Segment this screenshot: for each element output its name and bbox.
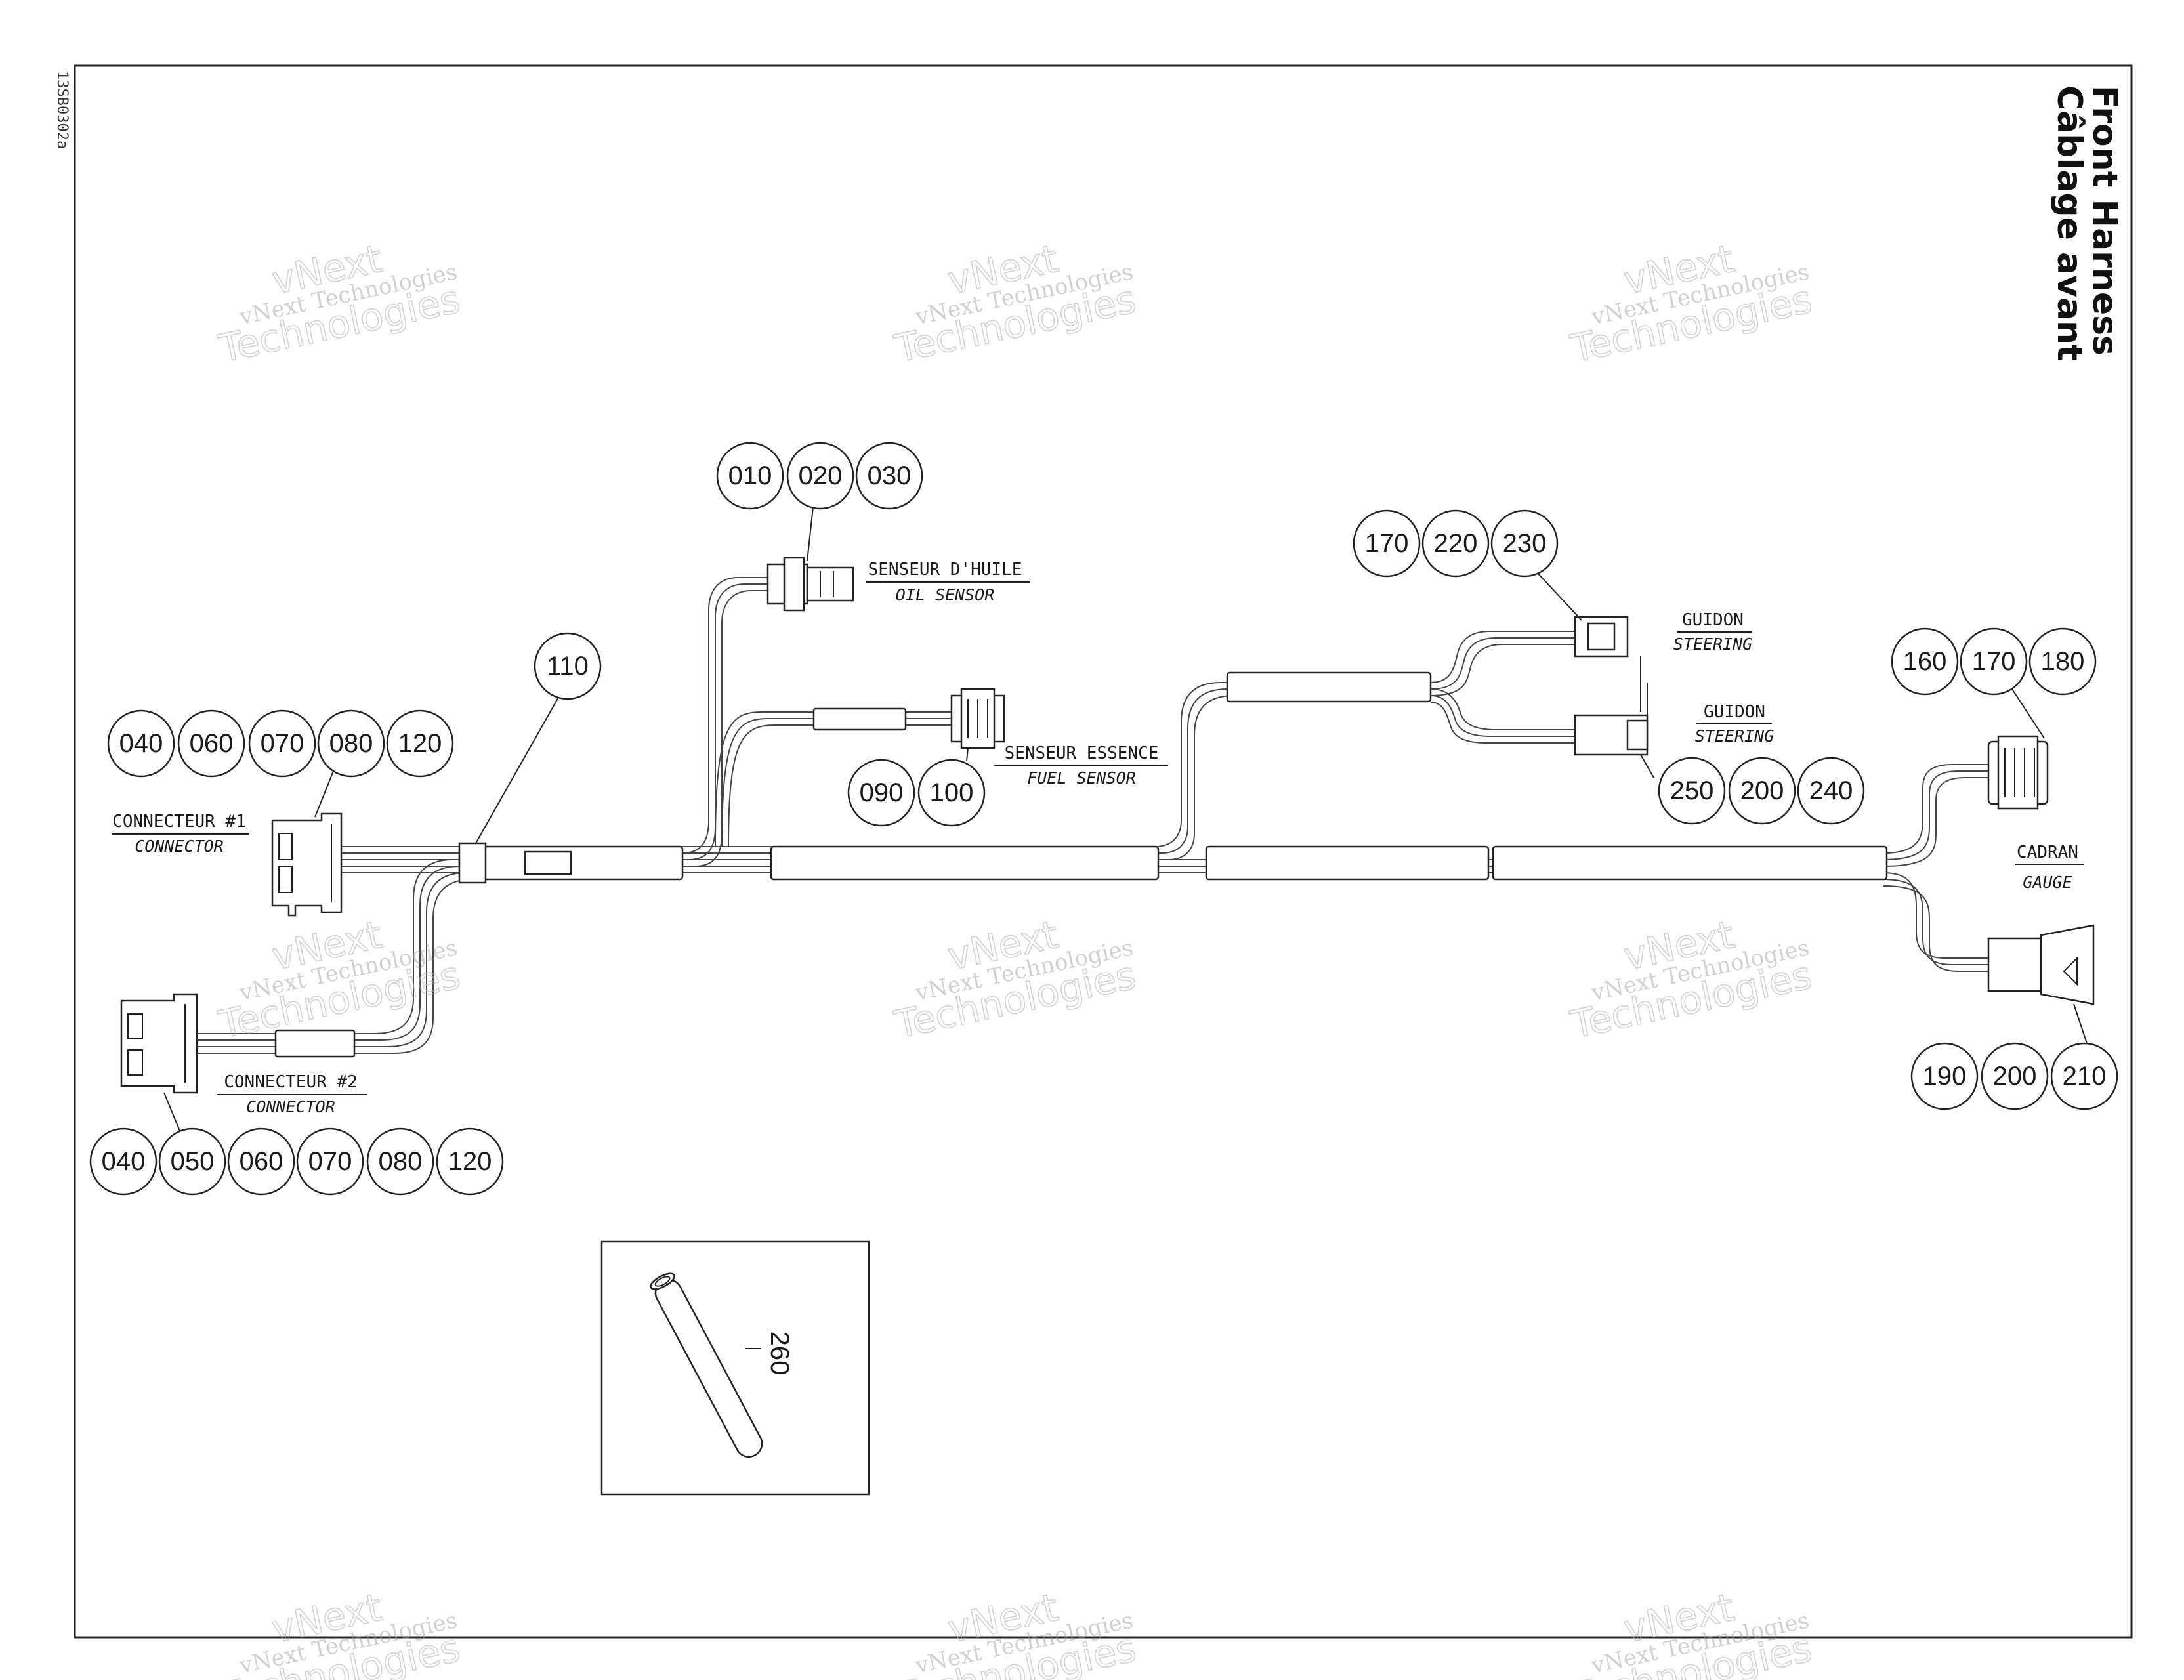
sleeve-main-1 bbox=[770, 845, 1160, 881]
watermark: vNext vNext Technologies Technologies bbox=[214, 912, 464, 1047]
watermarks: vNext vNext Technologies Technologies vN… bbox=[214, 236, 1816, 1680]
oil-sensor-connector bbox=[766, 556, 854, 612]
drawing-frame bbox=[74, 64, 2133, 1639]
title-block: Front Harness Câblage avant bbox=[2049, 85, 2124, 361]
callout-steer2-2: 200 bbox=[1740, 776, 1784, 805]
callout-steer2-1: 250 bbox=[1670, 776, 1714, 805]
callout-gauge2-3: 210 bbox=[2063, 1062, 2107, 1091]
branch-fuel-sensor bbox=[715, 711, 952, 847]
ground-clamp bbox=[458, 842, 487, 884]
harness-sleeves bbox=[274, 671, 1888, 1058]
callout-conn2-3: 060 bbox=[240, 1147, 284, 1176]
callout-conn1-1: 040 bbox=[119, 729, 163, 758]
callout-oil-3: 030 bbox=[868, 461, 912, 490]
callout-gauge1-1: 160 bbox=[1903, 647, 1947, 676]
watermark: vNext vNext Technologies Technologies bbox=[1566, 236, 1816, 371]
callout-conn2-2: 050 bbox=[171, 1147, 215, 1176]
callout-tube: 260 bbox=[765, 1332, 794, 1376]
component-labels: SENSEUR D'HUILE OIL SENSOR SENSEUR ESSEN… bbox=[112, 560, 2084, 1116]
title-french: Câblage avant bbox=[2049, 85, 2089, 361]
callout-conn2-5: 080 bbox=[379, 1147, 423, 1176]
watermark: vNext vNext Technologies Technologies bbox=[890, 912, 1140, 1047]
branch-connector2 bbox=[217, 859, 473, 1054]
connector-1 bbox=[271, 812, 343, 917]
branch-gauge bbox=[1883, 764, 1988, 972]
callout-steer1-1: 170 bbox=[1365, 529, 1409, 558]
branch-oil-sensor bbox=[682, 577, 768, 867]
label-connector1-en: CONNECTOR bbox=[135, 837, 223, 856]
label-gauge-en: GAUGE bbox=[2023, 873, 2072, 892]
label-connector2-en: CONNECTOR bbox=[246, 1097, 335, 1116]
label-steering-top-fr: GUIDON bbox=[1682, 610, 1744, 630]
watermark: vNext vNext Technologies Technologies bbox=[1566, 1584, 1816, 1680]
sleeve-main-2 bbox=[1205, 845, 1490, 881]
watermark: vNext vNext Technologies Technologies bbox=[214, 1584, 464, 1680]
steering-connector-top bbox=[1574, 616, 1629, 658]
watermark: vNext vNext Technologies Technologies bbox=[214, 236, 464, 371]
watermark: vNext vNext Technologies Technologies bbox=[890, 236, 1140, 371]
connector-2 bbox=[120, 993, 217, 1094]
title-english: Front Harness bbox=[2085, 85, 2124, 356]
sleeve-steering bbox=[1226, 671, 1432, 703]
document-id: 13SB0302a bbox=[54, 71, 70, 149]
label-connector2-fr: CONNECTEUR #2 bbox=[224, 1072, 358, 1092]
watermark: vNext vNext Technologies Technologies bbox=[1566, 912, 1816, 1047]
label-steering-top-en: STEERING bbox=[1673, 635, 1752, 654]
callout-conn1-3: 070 bbox=[261, 729, 304, 758]
callout-oil-1: 010 bbox=[728, 461, 772, 490]
inset-tube: 260 bbox=[600, 1240, 870, 1496]
label-steering-bottom-fr: GUIDON bbox=[1704, 702, 1765, 722]
callout-oil-2: 020 bbox=[799, 461, 843, 490]
callout-conn2-6: 120 bbox=[448, 1147, 492, 1176]
label-oil-sensor-en: OIL SENSOR bbox=[896, 585, 995, 604]
tube-part bbox=[650, 1272, 763, 1458]
gauge-connector-bottom bbox=[1987, 924, 2095, 1005]
gauge-connector-top bbox=[1987, 735, 2049, 810]
label-oil-sensor-fr: SENSEUR D'HUILE bbox=[868, 560, 1022, 579]
callout-conn2-4: 070 bbox=[308, 1147, 352, 1176]
sleeve-connector2 bbox=[274, 1029, 356, 1058]
callout-gauge1-3: 180 bbox=[2041, 647, 2085, 676]
callout-conn1-5: 120 bbox=[398, 729, 442, 758]
label-connector1-fr: CONNECTEUR #1 bbox=[112, 812, 246, 831]
callout-ground: 110 bbox=[547, 652, 589, 681]
inset-frame bbox=[600, 1240, 870, 1496]
callout-fuel-1: 090 bbox=[860, 778, 904, 807]
label-fuel-sensor-en: FUEL SENSOR bbox=[1027, 768, 1136, 788]
steering-connector-bottom bbox=[1574, 656, 1648, 756]
callout-conn1-2: 060 bbox=[190, 729, 234, 758]
callout-steer1-2: 220 bbox=[1434, 529, 1478, 558]
callout-conn1-4: 080 bbox=[329, 729, 373, 758]
callout-gauge1-2: 170 bbox=[1972, 647, 2016, 676]
callout-steer1-3: 230 bbox=[1503, 529, 1547, 558]
label-steering-bottom-en: STEERING bbox=[1695, 726, 1774, 746]
sleeve-fuel bbox=[812, 707, 907, 731]
sleeve-main-3 bbox=[1492, 845, 1888, 881]
callout-steer2-3: 240 bbox=[1809, 776, 1853, 805]
callout-fuel-2: 100 bbox=[930, 778, 974, 807]
watermark: vNext vNext Technologies Technologies bbox=[890, 1584, 1140, 1680]
callouts: 010 020 030 110 040 060 070 080 120 090 … bbox=[89, 442, 2118, 1196]
callout-conn2-1: 040 bbox=[102, 1147, 146, 1176]
callout-gauge2-2: 200 bbox=[1993, 1062, 2037, 1091]
callout-gauge2-1: 190 bbox=[1923, 1062, 1967, 1091]
label-gauge-fr: CADRAN bbox=[2017, 843, 2078, 862]
fuel-sensor-connector bbox=[950, 688, 1005, 749]
branch-steering bbox=[1430, 631, 1575, 744]
label-fuel-sensor-fr: SENSEUR ESSENCE bbox=[1005, 744, 1159, 763]
sleeve-junction-window bbox=[524, 850, 572, 875]
leader-lines bbox=[163, 500, 2088, 1141]
